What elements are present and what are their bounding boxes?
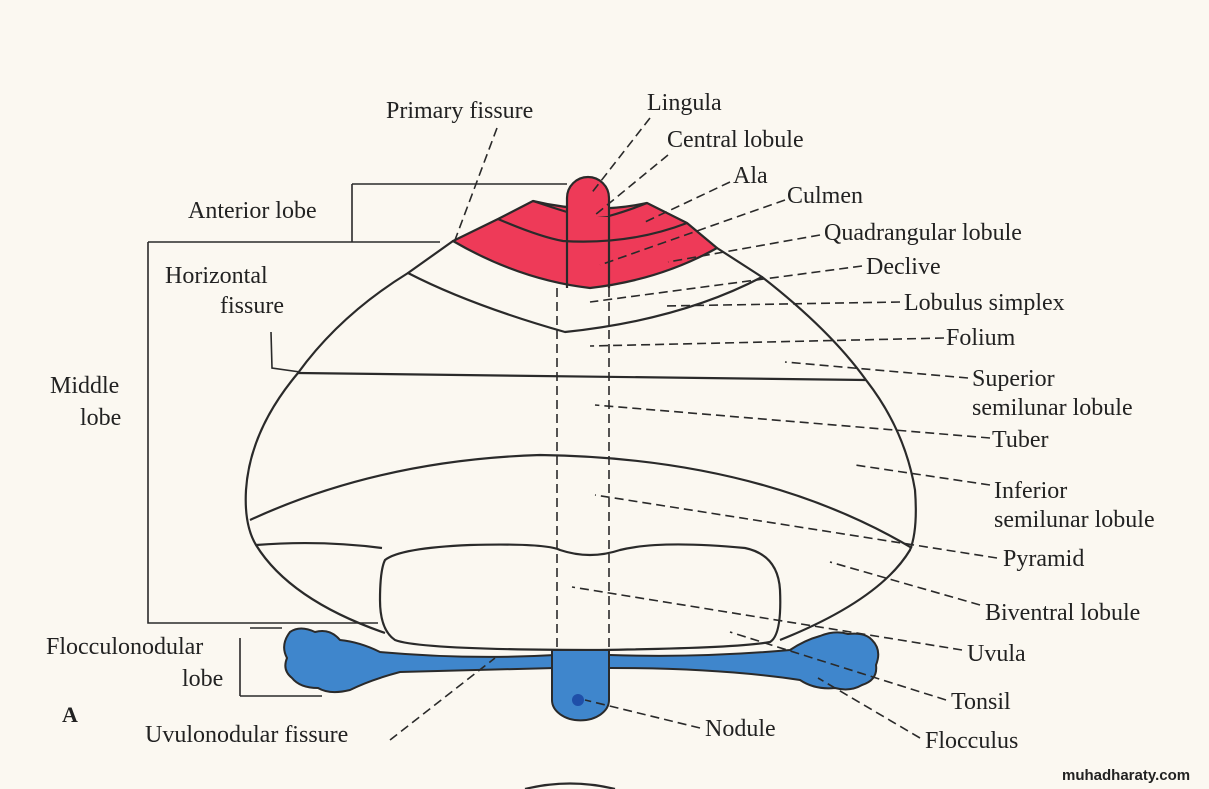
tuber-inferior-boundary <box>249 453 913 549</box>
label-superior: Superior <box>972 366 1055 392</box>
label-lingula: Lingula <box>647 90 722 116</box>
label-middle: Middle <box>50 373 119 399</box>
nodule-shape <box>551 649 610 722</box>
label-primary-fissure: Primary fissure <box>386 98 533 124</box>
next-figure-edge <box>524 782 616 789</box>
figure-letter: A <box>62 702 78 727</box>
label-inferior-semilunar: semilunar lobule <box>994 507 1155 533</box>
horizontal-fissure-line <box>297 371 867 382</box>
label-quadrangular-lobule: Quadrangular lobule <box>824 220 1022 246</box>
watermark: muhadharaty.com <box>1062 767 1190 784</box>
pyramid-uvula-region <box>378 543 782 652</box>
flocculonodular-region <box>283 627 880 722</box>
anterior-lobe-region <box>451 175 719 290</box>
label-biventral-lobule: Biventral lobule <box>985 600 1140 626</box>
declive-band <box>406 240 764 334</box>
label-tonsil: Tonsil <box>951 689 1011 715</box>
label-declive: Declive <box>866 254 941 280</box>
label-uvulonodular-fissure: Uvulonodular fissure <box>145 722 348 748</box>
label-horizontal: Horizontal <box>165 263 268 289</box>
label-tuber: Tuber <box>992 427 1048 453</box>
cerebellum-outline <box>244 240 917 652</box>
label-central-lobule: Central lobule <box>667 127 804 153</box>
label-flocculus: Flocculus <box>925 728 1018 754</box>
label-middle-lobe: lobe <box>80 405 121 431</box>
label-lobulus-simplex: Lobulus simplex <box>904 290 1065 316</box>
label-pyramid: Pyramid <box>1003 546 1084 572</box>
label-inferior: Inferior <box>994 478 1067 504</box>
vermis-boundary <box>556 288 610 652</box>
leader-lines <box>270 117 998 741</box>
label-folium: Folium <box>946 325 1016 351</box>
label-culmen: Culmen <box>787 183 863 209</box>
label-horizontal-fissure: fissure <box>220 293 284 319</box>
lobe-brackets <box>147 183 567 697</box>
label-ala: Ala <box>733 163 768 189</box>
label-anterior-lobe: Anterior lobe <box>188 198 317 224</box>
label-uvula: Uvula <box>967 641 1026 667</box>
label-flocculonodular-lobe: lobe <box>182 666 223 692</box>
label-nodule: Nodule <box>705 716 776 742</box>
lingula-shape <box>565 175 611 216</box>
label-flocculonodular: Flocculonodular <box>46 634 203 660</box>
nodule-dot <box>572 694 584 706</box>
label-superior-semilunar: semilunar lobule <box>972 395 1133 421</box>
